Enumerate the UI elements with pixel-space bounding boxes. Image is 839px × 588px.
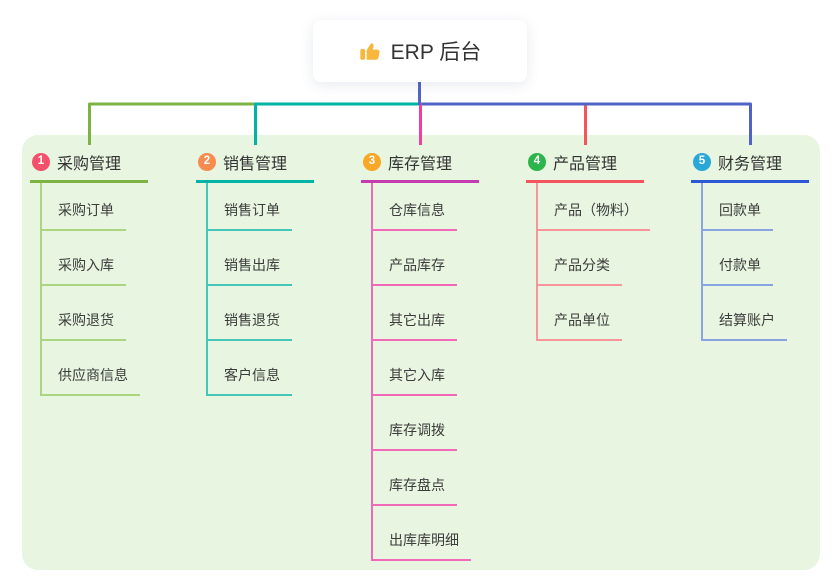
child-label: 付款单 [703, 255, 773, 286]
branch-header[interactable]: 3 库存管理 [361, 146, 479, 183]
child-node[interactable]: 产品库存 [373, 231, 479, 286]
branch-number-badge: 5 [693, 153, 711, 171]
child-label: 其它出库 [373, 310, 457, 341]
branch-header[interactable]: 1 采购管理 [30, 146, 148, 183]
child-node[interactable]: 其它出库 [373, 286, 479, 341]
child-label: 其它入库 [373, 365, 457, 396]
child-label: 产品单位 [538, 310, 622, 341]
branch-header[interactable]: 2 销售管理 [196, 146, 314, 183]
branch-column: 2 销售管理 销售订单 销售出库 销售退货 客户信息 [196, 146, 314, 396]
branch-header[interactable]: 4 产品管理 [526, 146, 644, 183]
child-node[interactable]: 采购入库 [42, 231, 148, 286]
branch-label: 财务管理 [718, 156, 783, 173]
child-label: 库存调拨 [373, 420, 457, 451]
root-node[interactable]: ERP 后台 [313, 20, 527, 82]
child-label: 库存盘点 [373, 475, 457, 506]
branch-label: 产品管理 [553, 156, 618, 173]
child-label: 销售出库 [208, 255, 292, 286]
child-label: 回款单 [703, 200, 773, 231]
child-node[interactable]: 库存调拨 [373, 396, 479, 451]
child-node[interactable]: 销售出库 [208, 231, 314, 286]
child-node[interactable]: 采购订单 [42, 183, 148, 231]
child-node[interactable]: 结算账户 [703, 286, 809, 341]
child-node[interactable]: 出库库明细 [373, 506, 479, 561]
child-node[interactable]: 采购退货 [42, 286, 148, 341]
child-node[interactable]: 仓库信息 [373, 183, 479, 231]
child-label: 采购退货 [42, 310, 126, 341]
child-label: 客户信息 [208, 365, 292, 396]
child-label: 采购入库 [42, 255, 126, 286]
branch-number-badge: 1 [32, 153, 50, 171]
branch-children: 产品（物料） 产品分类 产品单位 [536, 183, 650, 341]
child-node[interactable]: 产品（物料） [538, 183, 650, 231]
child-label: 销售订单 [208, 200, 292, 231]
child-node[interactable]: 客户信息 [208, 341, 314, 396]
thumbs-up-icon [359, 40, 381, 62]
branch-children: 仓库信息 产品库存 其它出库 其它入库 库存调拨 库存盘点 出库库明细 [371, 183, 479, 561]
child-label: 采购订单 [42, 200, 126, 231]
child-label: 产品库存 [373, 255, 457, 286]
child-label: 出库库明细 [373, 530, 471, 561]
branch-number-badge: 4 [528, 153, 546, 171]
child-label: 销售退货 [208, 310, 292, 341]
child-node[interactable]: 回款单 [703, 183, 809, 231]
branch-label: 库存管理 [388, 156, 453, 173]
branch-header[interactable]: 5 财务管理 [691, 146, 809, 183]
child-label: 供应商信息 [42, 365, 140, 396]
child-label: 产品分类 [538, 255, 622, 286]
child-label: 结算账户 [703, 310, 787, 341]
branch-number-badge: 2 [198, 153, 216, 171]
branch-column: 4 产品管理 产品（物料） 产品分类 产品单位 [526, 146, 650, 341]
branch-label: 销售管理 [223, 156, 288, 173]
child-node[interactable]: 产品单位 [538, 286, 644, 341]
branch-children: 采购订单 采购入库 采购退货 供应商信息 [40, 183, 148, 396]
branches-panel [22, 135, 820, 570]
child-label: 产品（物料） [538, 200, 650, 231]
child-node[interactable]: 库存盘点 [373, 451, 479, 506]
child-node[interactable]: 其它入库 [373, 341, 479, 396]
child-node[interactable]: 供应商信息 [42, 341, 148, 396]
branch-label: 采购管理 [57, 156, 122, 173]
child-node[interactable]: 付款单 [703, 231, 809, 286]
child-node[interactable]: 产品分类 [538, 231, 644, 286]
branch-column: 1 采购管理 采购订单 采购入库 采购退货 供应商信息 [30, 146, 148, 396]
child-node[interactable]: 销售订单 [208, 183, 314, 231]
branch-column: 5 财务管理 回款单 付款单 结算账户 [691, 146, 809, 341]
branch-column: 3 库存管理 仓库信息 产品库存 其它出库 其它入库 库存调拨 库存盘点 出库库… [361, 146, 479, 561]
branch-children: 回款单 付款单 结算账户 [701, 183, 809, 341]
branch-number-badge: 3 [363, 153, 381, 171]
child-label: 仓库信息 [373, 200, 457, 231]
child-node[interactable]: 销售退货 [208, 286, 314, 341]
root-node-label: ERP 后台 [390, 41, 482, 64]
branch-children: 销售订单 销售出库 销售退货 客户信息 [206, 183, 314, 396]
